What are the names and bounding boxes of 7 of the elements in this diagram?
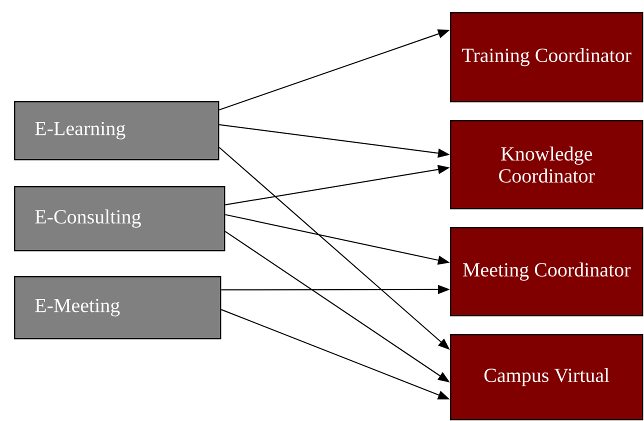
source-box: E-Meeting [14,276,222,340]
target-box: Training Coordinator [450,12,644,102]
target-box: Campus Virtual [450,334,644,420]
source-box: E-Consulting [14,186,226,252]
source-box: E-Learning [14,101,220,160]
target-box: Knowledge Coordinator [450,120,644,210]
target-box: Meeting Coordinator [450,227,644,316]
